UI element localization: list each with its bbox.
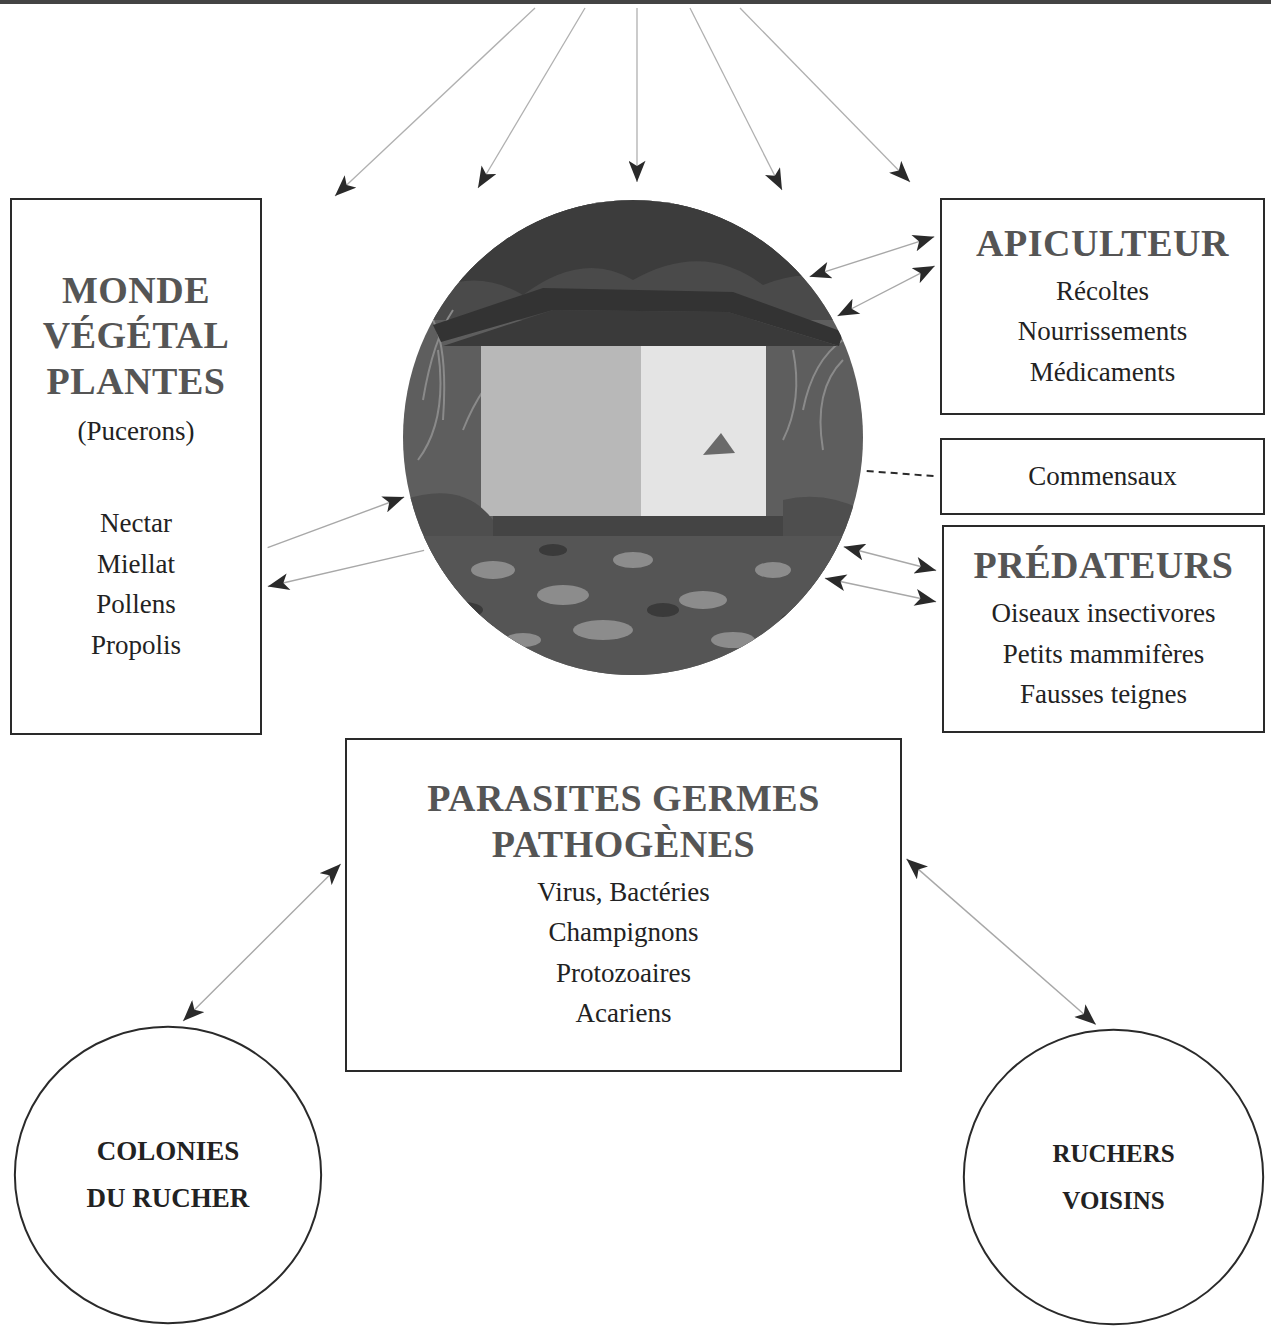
item-text: Fausses teignes [1020,674,1187,715]
text-column: PRÉDATEURSOiseaux insectivoresPetits mam… [944,527,1263,731]
heading-text: COLONIES DU RUCHER [81,1128,256,1223]
item-text: Petits mammifères [1003,634,1205,675]
hive-illustration [403,200,863,675]
circle-outline [962,1028,1265,1326]
input-arrows [335,8,910,196]
text-column: MONDE VÉGÉTAL PLANTES (Pucerons) NectarMie… [12,200,260,733]
threat-box: PARASITES GERMES PATHOGÈNES Virus, Bactér… [345,738,902,1072]
dashed-connector [867,471,934,476]
text-column [403,200,863,675]
item-text: Nourrissements [1018,311,1187,352]
item-text: Oiseaux insectivores [991,593,1215,634]
arrow-connector [810,237,935,277]
arrow-connector [844,547,937,571]
text-column: Commensaux [942,440,1263,513]
item-text: Commensaux [1028,456,1177,497]
text-column: COLONIES DU RUCHER [13,1025,323,1325]
heading-text: PARASITES GERMES PATHOGÈNES [359,776,888,867]
top-band [0,0,1271,4]
apiary-circle: RUCHERS VOISINS [962,1028,1265,1326]
text-column: PARASITES GERMES PATHOGÈNES Virus, Bactér… [347,740,900,1070]
heading-text: RUCHERS VOISINS [1034,1130,1194,1225]
colony-circle: COLONIES DU RUCHER [13,1025,323,1325]
item-text: Protozoaires [556,953,691,994]
arrow-connector [183,864,341,1021]
item-text: Pollens [96,584,176,625]
arrow-connector [825,578,936,602]
text-column: RUCHERS VOISINS [962,1028,1265,1326]
actor-box: PRÉDATEURSOiseaux insectivoresPetits mam… [942,525,1265,733]
hive-photo [403,200,863,675]
arrow-connector [838,266,935,316]
item-text: (Pucerons) [78,411,195,452]
arrow-connector [907,859,1096,1025]
heading-text: MONDE VÉGÉTAL PLANTES [24,268,248,405]
item-text: Médicaments [1030,352,1175,393]
arrow-connector [268,550,424,586]
item-text: Nectar [100,503,172,544]
item-text: Propolis [91,625,181,666]
heading-text: PRÉDATEURS [974,543,1234,589]
arrow-connector [268,497,405,548]
item-text: Acariens [576,993,672,1034]
item-text: Champignons [548,912,698,953]
item-text: Virus, Bactéries [537,872,709,913]
small-box: Commensaux [940,438,1265,515]
heading-text: APICULTEUR [976,221,1229,267]
circle-outline [13,1025,323,1325]
source-box: MONDE VÉGÉTAL PLANTES (Pucerons) NectarMie… [10,198,262,735]
actor-box: APICULTEURRécoltesNourrissementsMédicame… [940,198,1265,415]
item-text: Récoltes [1056,271,1149,312]
item-text: Miellat [97,544,175,585]
text-column: APICULTEURRécoltesNourrissementsMédicame… [942,200,1263,413]
